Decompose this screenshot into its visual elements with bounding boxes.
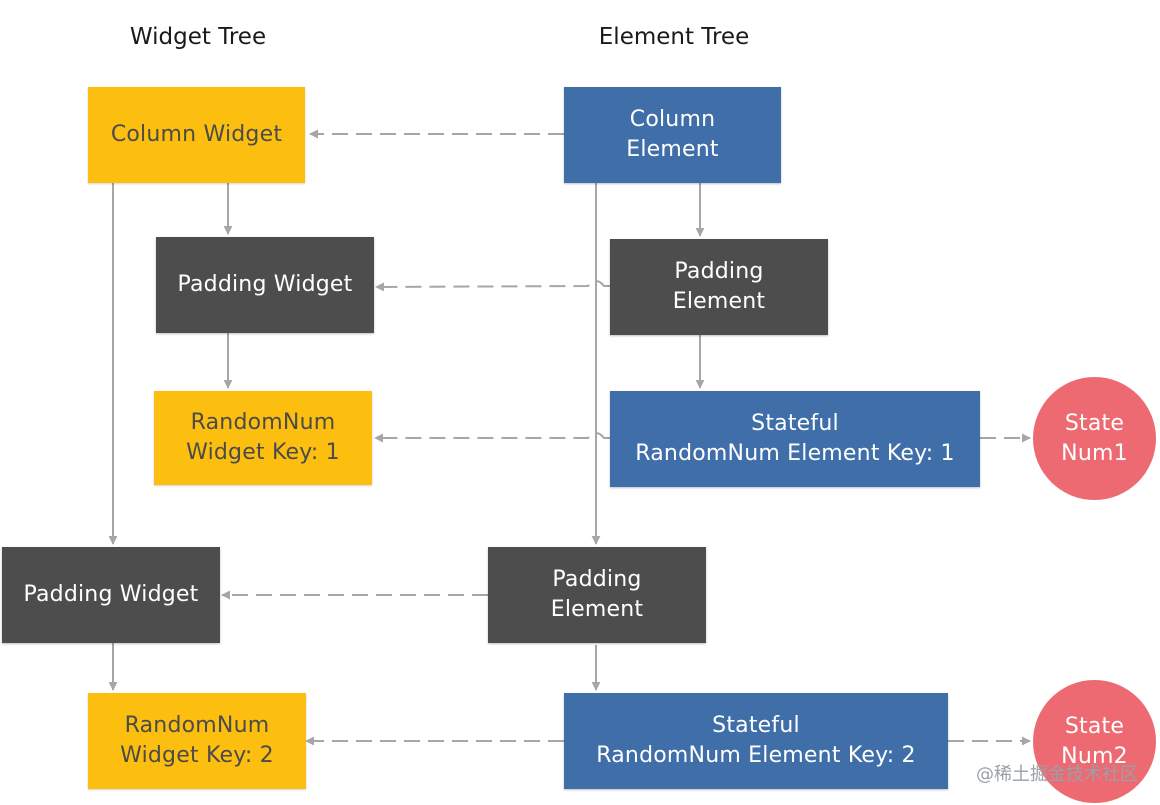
element-tree-heading: Element Tree [598,24,750,50]
state-node-1: State Num1 [1033,377,1156,500]
ref-stateful-element-1-to-randomnum-widget-1 [374,432,610,443]
randomnum-widget-node-2: RandomNum Widget Key: 2 [88,693,306,789]
watermark: @稀土掘金技术社区 [976,764,1138,785]
state-node-2: State Num2 [1033,680,1156,803]
column-widget-node: Column Widget [88,87,305,183]
padding-widget-node-1: Padding Widget [156,237,374,333]
padding-widget-node-2: Padding Widget [2,547,220,643]
stateful-element-node-2: Stateful RandomNum Element Key: 2 [564,693,948,789]
randomnum-widget-node-1: RandomNum Widget Key: 1 [154,391,372,485]
ref-padding-element-1-to-padding-widget-1 [375,280,610,292]
column-element-node: Column Element [564,87,781,183]
stateful-element-node-1: Stateful RandomNum Element Key: 1 [610,391,980,487]
padding-element-node-1: Padding Element [610,239,828,335]
widget-tree-heading: Widget Tree [129,24,267,50]
padding-element-node-2: Padding Element [488,547,706,643]
